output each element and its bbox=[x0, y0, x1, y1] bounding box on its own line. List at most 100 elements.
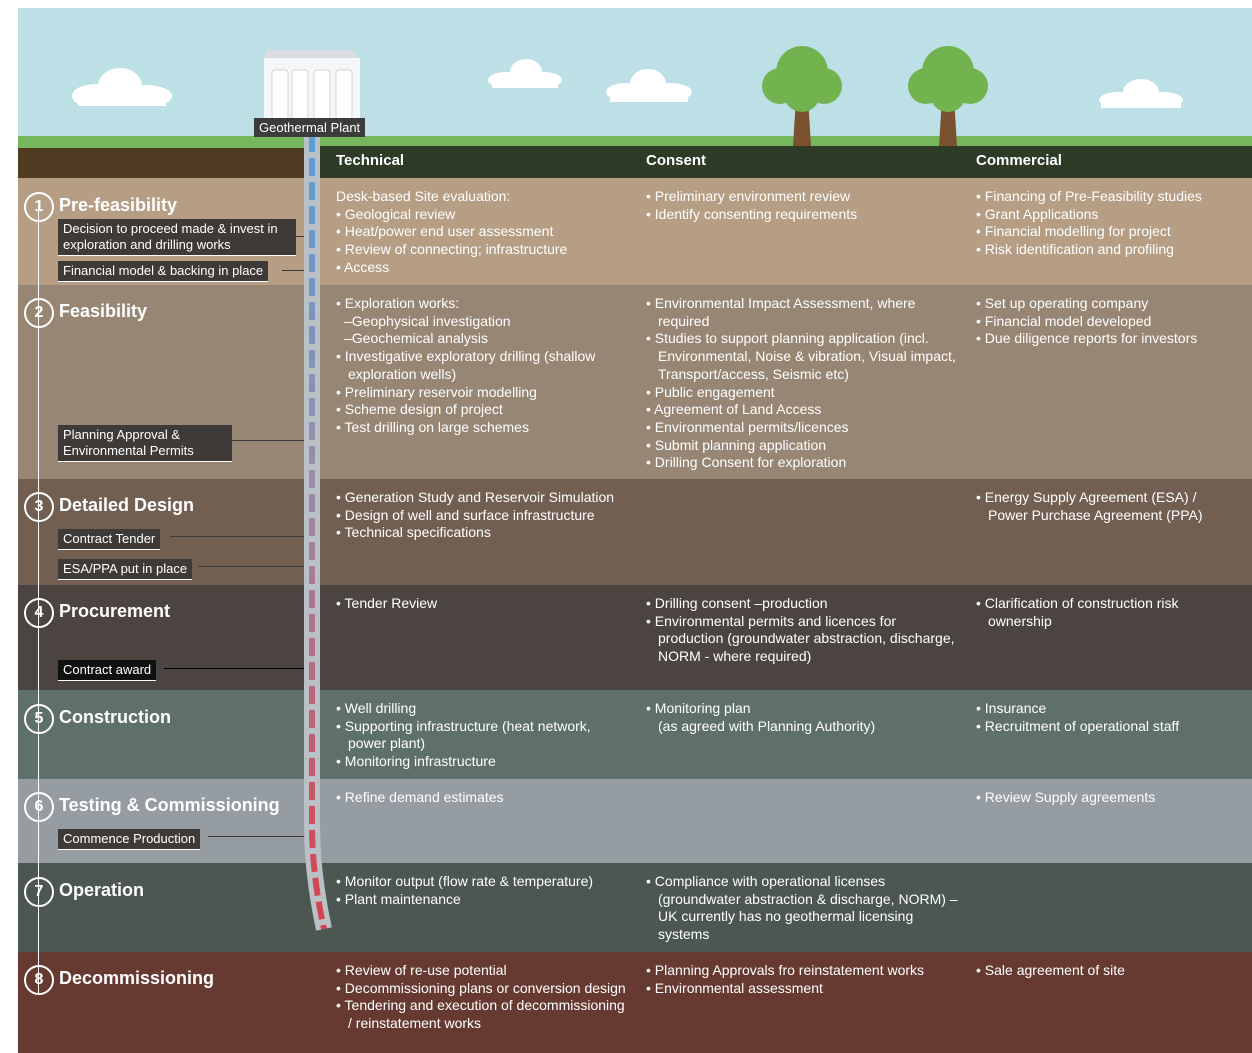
list-item: Financial modelling for project bbox=[976, 223, 1216, 241]
milestone-connector bbox=[198, 566, 312, 567]
stage-number-badge: 4 bbox=[24, 598, 54, 628]
list-item: Submit planning application bbox=[646, 437, 958, 455]
cell-technical: Desk-based Site evaluation: Geological re… bbox=[336, 188, 628, 277]
cell-consent: Monitoring plan(as agreed with Planning … bbox=[646, 700, 958, 735]
cell-consent: Compliance with operational licenses (gr… bbox=[646, 873, 958, 944]
stage-band-7 bbox=[18, 863, 1252, 952]
list-item: Insurance bbox=[976, 700, 1216, 718]
list-item: Well drilling bbox=[336, 700, 628, 718]
list-item: Review of re-use potential bbox=[336, 962, 628, 980]
list-item: Tender Review bbox=[336, 595, 628, 613]
stage-number-badge: 7 bbox=[24, 877, 54, 907]
list-item: Sale agreement of site bbox=[976, 962, 1216, 980]
list-item: Recruitment of operational staff bbox=[976, 718, 1216, 736]
list-item: Generation Study and Reservoir Simulatio… bbox=[336, 489, 628, 507]
milestone-label: ESA/PPA put in place bbox=[58, 559, 193, 580]
list-item: Preliminary environment review bbox=[646, 188, 958, 206]
tree-icon bbox=[762, 46, 842, 146]
list-item: Supporting infrastructure (heat network,… bbox=[336, 718, 628, 753]
cell-consent: Drilling consent –productionEnvironmenta… bbox=[646, 595, 958, 666]
column-header-consent: Consent bbox=[646, 152, 706, 169]
list-item: Environmental assessment bbox=[646, 980, 958, 998]
list-item: Scheme design of project bbox=[336, 401, 628, 419]
cell-commercial: InsuranceRecruitment of operational staf… bbox=[976, 700, 1216, 735]
list-item: Drilling Consent for exploration bbox=[646, 454, 958, 472]
milestone-label: Financial model & backing in place bbox=[58, 261, 269, 282]
list-item: Exploration works: bbox=[336, 295, 628, 313]
list-item: Refine demand estimates bbox=[336, 789, 628, 807]
stage-number-badge: 8 bbox=[24, 965, 54, 995]
milestone-connector bbox=[170, 536, 312, 537]
list-item: Investigative exploratory drilling (shal… bbox=[336, 348, 628, 383]
column-header-band bbox=[320, 146, 1252, 178]
list-item: Agreement of Land Access bbox=[646, 401, 958, 419]
list-item: Public engagement bbox=[646, 384, 958, 402]
list-item: Compliance with operational licenses (gr… bbox=[646, 873, 958, 944]
stage-title: Feasibility bbox=[59, 301, 148, 321]
list-item: Identify consenting requirements bbox=[646, 206, 958, 224]
list-item: Monitoring plan bbox=[646, 700, 958, 718]
list-item: Technical specifications bbox=[336, 524, 628, 542]
milestone-label: Decision to proceed made & invest in exp… bbox=[58, 219, 296, 256]
cell-technical: Monitor output (flow rate & temperature)… bbox=[336, 873, 628, 908]
building-icon bbox=[264, 50, 360, 122]
cell-technical: Well drillingSupporting infrastructure (… bbox=[336, 700, 628, 771]
list-item: Access bbox=[336, 259, 628, 277]
list-item: Geophysical investigation bbox=[336, 313, 628, 331]
cell-consent: Preliminary environment reviewIdentify c… bbox=[646, 188, 958, 223]
list-item: Plant maintenance bbox=[336, 891, 628, 909]
milestone-connector bbox=[164, 668, 312, 669]
list-item: Financing of Pre-Feasibility studies bbox=[976, 188, 1216, 206]
cell-consent: Planning Approvals fro reinstatement wor… bbox=[646, 962, 958, 997]
stage-number-badge: 1 bbox=[24, 192, 54, 222]
stage-title: Construction bbox=[59, 707, 171, 727]
list-item: Drilling consent –production bbox=[646, 595, 958, 613]
cell-technical: Tender Review bbox=[336, 595, 628, 613]
list-item: Risk identification and profiling bbox=[976, 241, 1216, 259]
list-item: Geochemical analysis bbox=[336, 330, 628, 348]
stage-title: Operation bbox=[59, 880, 145, 900]
milestone-label: Contract award bbox=[58, 660, 157, 681]
cell-commercial: Clarification of construction risk owner… bbox=[976, 595, 1216, 630]
list-item: Grant Applications bbox=[976, 206, 1216, 224]
stage-title: Procurement bbox=[59, 601, 171, 621]
list-item: Review Supply agreements bbox=[976, 789, 1216, 807]
list-item: Clarification of construction risk owner… bbox=[976, 595, 1216, 630]
stage-title: Pre-feasibility bbox=[59, 195, 178, 215]
column-header-technical: Technical bbox=[336, 152, 405, 169]
list-item: Studies to support planning application … bbox=[646, 330, 958, 383]
list-item: (as agreed with Planning Authority) bbox=[658, 717, 876, 734]
stage-title: Detailed Design bbox=[59, 495, 195, 515]
milestone-label: Planning Approval & Environmental Permit… bbox=[58, 425, 232, 462]
milestone-label: Contract Tender bbox=[58, 529, 161, 550]
stage-number-badge: 2 bbox=[24, 298, 54, 328]
milestone-connector bbox=[208, 836, 313, 837]
cell-technical: Generation Study and Reservoir Simulatio… bbox=[336, 489, 628, 542]
list-item: Planning Approvals fro reinstatement wor… bbox=[646, 962, 958, 980]
tree-icon bbox=[908, 46, 988, 146]
list-item: Set up operating company bbox=[976, 295, 1216, 313]
list-item: Tendering and execution of decommissioni… bbox=[336, 997, 628, 1032]
list-item: Environmental Impact Assessment, where r… bbox=[646, 295, 958, 330]
cloud-icon bbox=[606, 69, 692, 102]
cloud-icon bbox=[1099, 79, 1183, 108]
list-item: Preliminary reservoir modelling bbox=[336, 384, 628, 402]
list-item: Due diligence reports for investors bbox=[976, 330, 1216, 348]
stage-title: Testing & Commissioning bbox=[59, 795, 280, 815]
cell-technical: Review of re-use potentialDecommissionin… bbox=[336, 962, 628, 1033]
list-item: Environmental permits/licences bbox=[646, 419, 958, 437]
list-item: Desk-based Site evaluation: bbox=[336, 188, 511, 204]
stage-number-badge: 5 bbox=[24, 704, 54, 734]
cell-commercial: Energy Supply Agreement (ESA) / Power Pu… bbox=[976, 489, 1216, 524]
milestone-label: Commence Production bbox=[58, 829, 201, 850]
cell-technical: Refine demand estimates bbox=[336, 789, 628, 807]
cell-commercial: Sale agreement of site bbox=[976, 962, 1216, 980]
list-item: Monitoring infrastructure bbox=[336, 753, 628, 771]
list-item: Heat/power end user assessment bbox=[336, 223, 628, 241]
list-item: Monitor output (flow rate & temperature) bbox=[336, 873, 628, 891]
well-pipe-icon bbox=[304, 134, 332, 931]
list-item: Review of connecting; infrastructure bbox=[336, 241, 628, 259]
list-item: Geological review bbox=[336, 206, 628, 224]
cell-commercial: Set up operating companyFinancial model … bbox=[976, 295, 1216, 348]
stage-number-badge: 6 bbox=[24, 792, 54, 822]
